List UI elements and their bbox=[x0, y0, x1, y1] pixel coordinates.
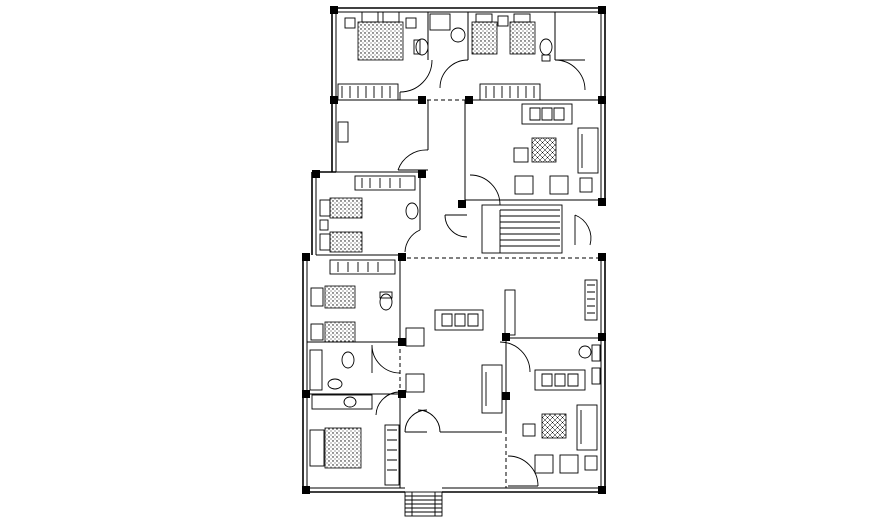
twin-bedroom-top bbox=[439, 13, 586, 101]
kitchen-upper bbox=[337, 121, 429, 171]
central-living-room bbox=[405, 279, 598, 487]
bedroom-left-lower bbox=[310, 259, 396, 343]
staircase bbox=[444, 204, 592, 254]
attached-bathroom-top bbox=[399, 13, 466, 100]
upper-living-room bbox=[469, 103, 599, 206]
bathroom-left bbox=[309, 344, 401, 391]
drawing-room-bottom-right bbox=[522, 344, 601, 474]
main-entrance bbox=[404, 409, 443, 517]
bedroom-bottom-left bbox=[309, 391, 401, 486]
master-bedroom-top-left bbox=[337, 11, 417, 101]
bedroom-left-middle bbox=[319, 175, 421, 253]
exterior-walls bbox=[302, 7, 606, 493]
